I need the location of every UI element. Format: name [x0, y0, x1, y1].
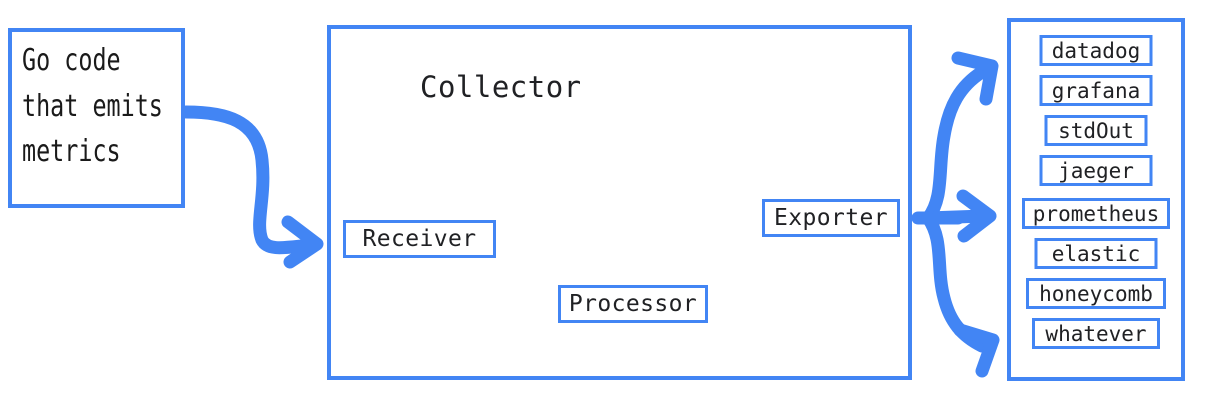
receiver-box: Receiver	[343, 220, 496, 258]
destination-item: grafana	[1039, 75, 1153, 106]
source-code-box: Go code that emits metrics	[8, 28, 185, 208]
source-code-text: Go code that emits metrics	[22, 38, 163, 175]
destination-item: honeycomb	[1026, 278, 1166, 309]
source-line-3: metrics	[22, 134, 121, 170]
processor-box: Processor	[558, 285, 708, 323]
destinations-container: datadog grafana stdOut jaeger prometheus elas…	[1007, 18, 1185, 381]
destination-item: jaeger	[1039, 155, 1153, 186]
exporter-box: Exporter	[762, 199, 900, 237]
destination-item: stdOut	[1044, 115, 1148, 146]
source-line-1: Go code	[22, 43, 121, 78]
destination-item: whatever	[1032, 318, 1160, 349]
destination-item: elastic	[1034, 238, 1158, 269]
destination-item: datadog	[1039, 35, 1153, 66]
destination-item: prometheus	[1022, 198, 1170, 229]
collector-title: Collector	[420, 70, 582, 104]
source-line-2: that emits	[22, 88, 163, 124]
